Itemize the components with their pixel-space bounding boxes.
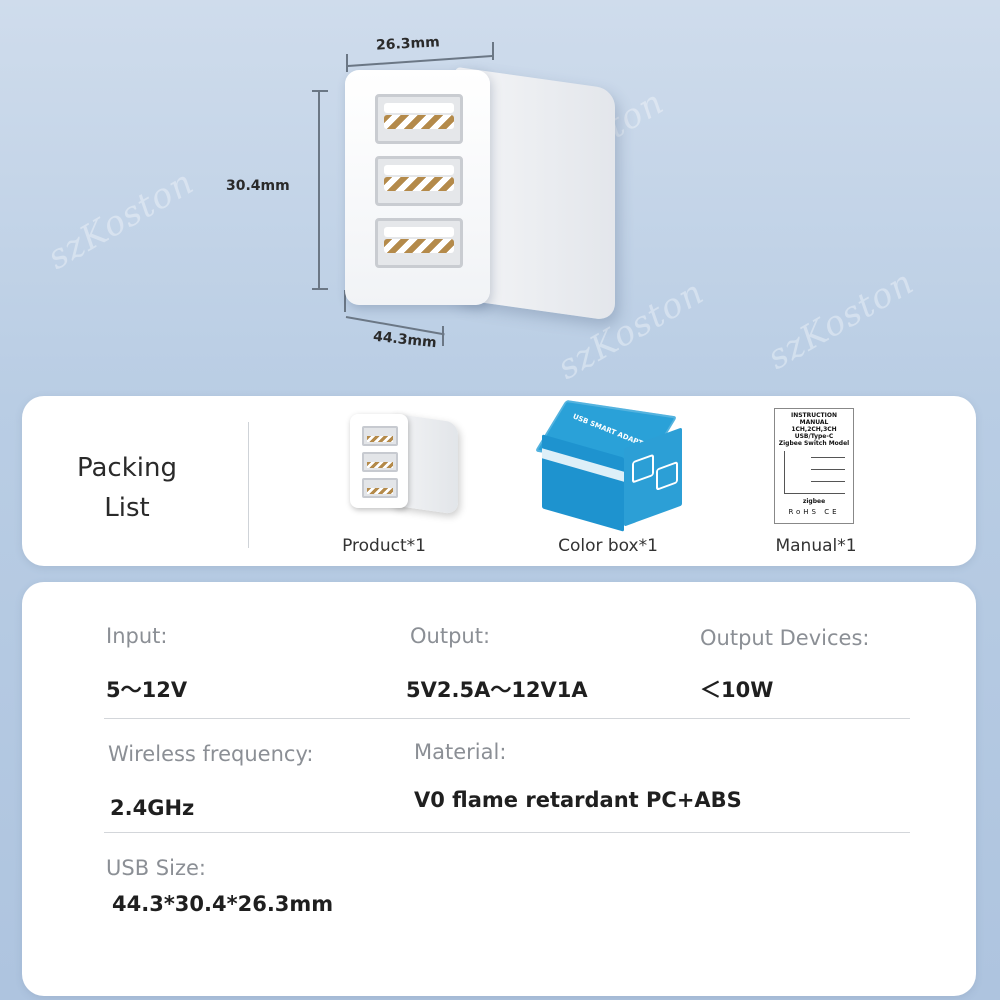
divider bbox=[104, 832, 910, 833]
manual-model: Zigbee Switch Model bbox=[778, 440, 850, 447]
usb-port bbox=[375, 94, 463, 144]
specifications-card: Input: 5～12V Output: 5V2.5A～12V1A Output… bbox=[22, 582, 976, 996]
packing-title-line2: List bbox=[104, 493, 150, 523]
usb-port bbox=[362, 452, 398, 472]
usb-port bbox=[375, 156, 463, 206]
diagram-line bbox=[810, 481, 845, 482]
usb-adapter-image bbox=[345, 66, 615, 322]
dimension-tick bbox=[344, 290, 346, 312]
packing-item-manual: INSTRUCTION MANUAL 1CH,2CH,3CH USB/Type-… bbox=[716, 408, 916, 560]
diagram-line bbox=[810, 457, 845, 458]
output-label: Output: bbox=[410, 624, 491, 648]
diagram-line bbox=[810, 469, 845, 470]
box-icon: USB SMART ADAPTER bbox=[534, 399, 686, 532]
packing-item-caption: Product*1 bbox=[342, 536, 426, 556]
packing-list-card: Packing List Product*1 USB SMART ADAPTER… bbox=[22, 396, 976, 566]
packing-item-product: Product*1 bbox=[284, 410, 484, 560]
packing-title-line1: Packing bbox=[76, 453, 177, 483]
packing-item-caption: Manual*1 bbox=[775, 536, 857, 556]
dimension-tick bbox=[312, 90, 328, 92]
product-hero: 26.3mm 30.4mm 44.3mm bbox=[0, 0, 1000, 390]
dimension-tick bbox=[346, 54, 348, 72]
material-value: V0 flame retardant PC+ABS bbox=[414, 788, 742, 812]
manual-diagram bbox=[783, 451, 845, 494]
certification-marks: RoHS CE bbox=[788, 508, 840, 516]
packing-item-caption: Color box*1 bbox=[558, 536, 658, 556]
width-dimension-label: 26.3mm bbox=[375, 34, 441, 54]
usb-port bbox=[362, 426, 398, 446]
packing-item-color-box: USB SMART ADAPTER Color box*1 bbox=[508, 399, 708, 560]
wireless-frequency-label: Wireless frequency: bbox=[108, 742, 314, 766]
adapter-front bbox=[345, 70, 490, 305]
usb-port bbox=[375, 218, 463, 268]
dimension-tick bbox=[442, 326, 444, 346]
output-devices-value: ＜10W bbox=[700, 678, 774, 702]
divider bbox=[104, 718, 910, 719]
manual-icon: INSTRUCTION MANUAL 1CH,2CH,3CH USB/Type-… bbox=[774, 408, 854, 524]
wireless-frequency-value: 2.4GHz bbox=[110, 796, 195, 820]
adapter-icon bbox=[350, 413, 460, 515]
dimension-tick bbox=[312, 288, 328, 290]
adapter-front bbox=[350, 414, 408, 508]
height-dimension-label: 30.4mm bbox=[226, 178, 290, 194]
input-value: 5～12V bbox=[106, 678, 188, 702]
usb-port bbox=[362, 478, 398, 498]
zigbee-logo: zigbee bbox=[802, 498, 826, 505]
usb-size-label: USB Size: bbox=[106, 856, 206, 880]
output-value: 5V2.5A～12V1A bbox=[406, 678, 588, 702]
divider bbox=[248, 422, 249, 548]
packing-list-title: Packing List bbox=[62, 448, 192, 528]
material-label: Material: bbox=[414, 740, 507, 764]
dimension-tick bbox=[492, 42, 494, 60]
width-dimension-line bbox=[346, 54, 494, 68]
input-label: Input: bbox=[106, 624, 168, 648]
manual-title: INSTRUCTION MANUAL bbox=[790, 412, 837, 426]
usb-size-value: 44.3*30.4*26.3mm bbox=[112, 892, 334, 916]
output-devices-label: Output Devices: bbox=[700, 626, 870, 650]
height-dimension-line bbox=[318, 90, 320, 290]
manual-subtitle: 1CH,2CH,3CH USB/Type-C bbox=[791, 426, 837, 440]
